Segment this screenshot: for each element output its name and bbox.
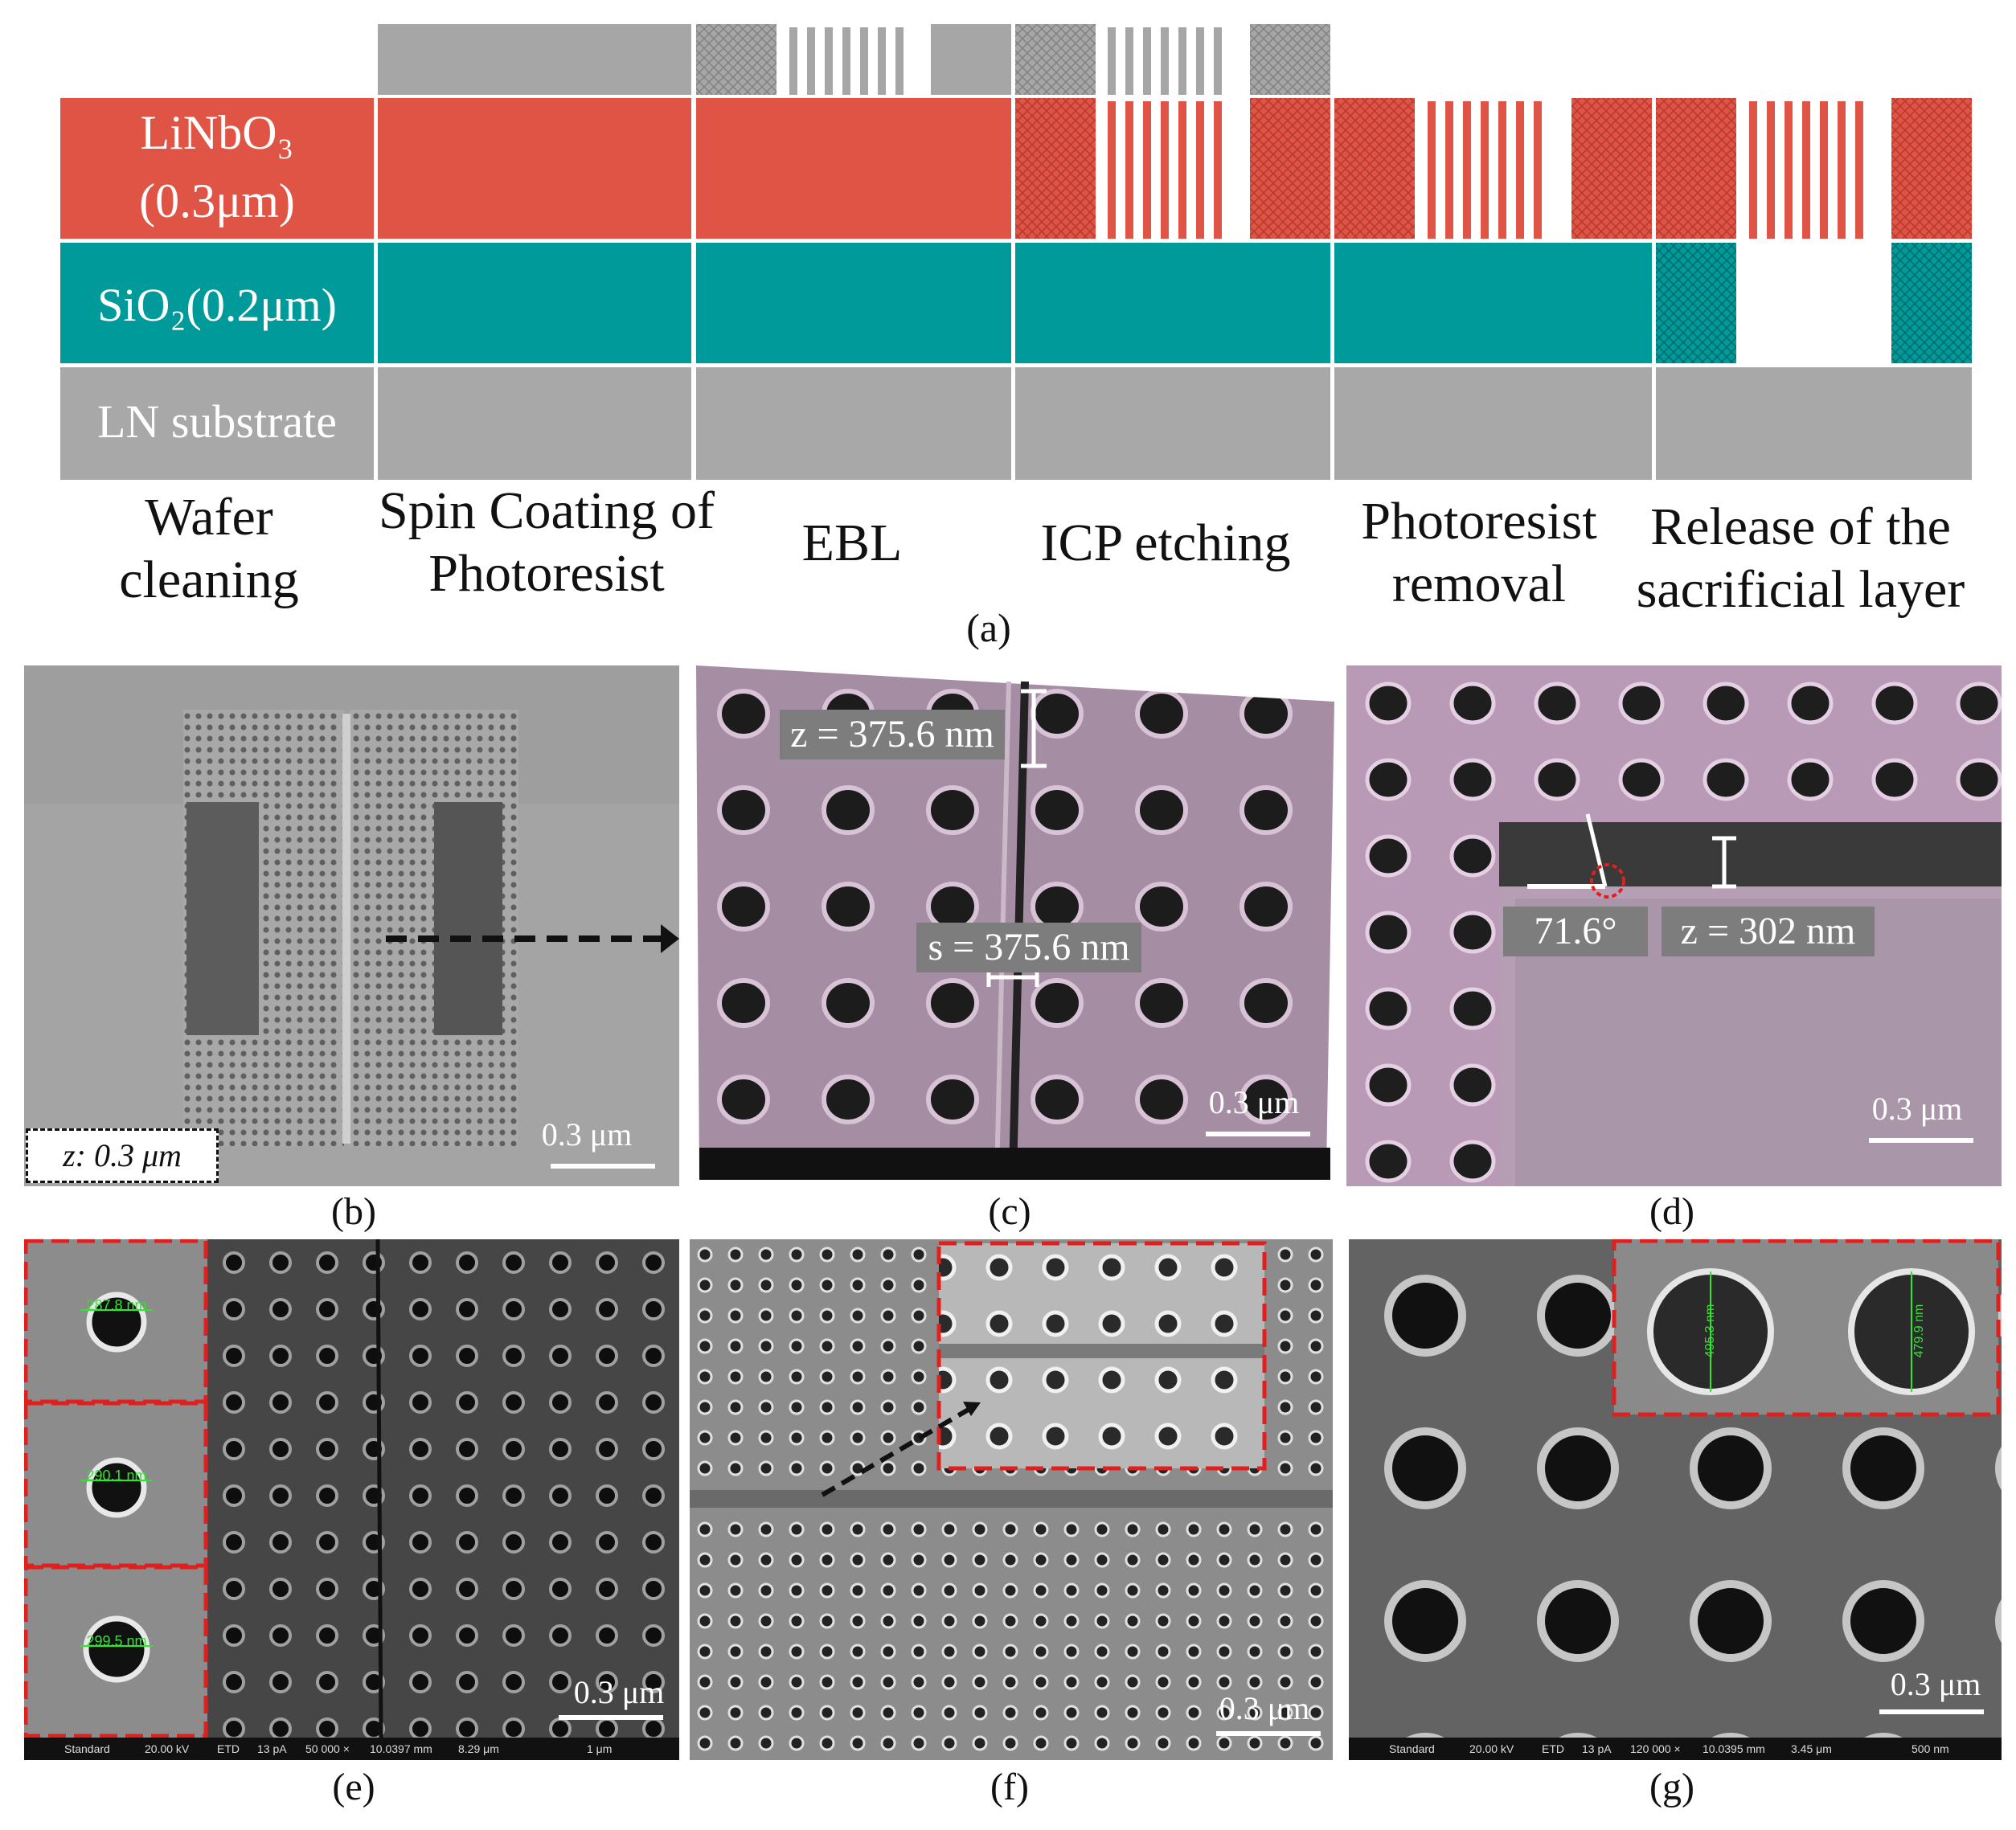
inset-measure-g2: 479.9 nm xyxy=(1912,1304,1926,1358)
scale-bar-b xyxy=(551,1164,655,1169)
sem-databar-e: Standard 20.00 kV ETD 13 pA 50 000 × 10.… xyxy=(24,1738,679,1760)
sem-image-f: 0.3 μm xyxy=(690,1239,1333,1760)
sem-image-c: z = 375.6 nm s = 375.6 nm 0.3 μm xyxy=(691,665,1334,1188)
caption-c: (c) xyxy=(988,1190,1031,1233)
process-flow-diagram xyxy=(60,24,1972,480)
inset-measure-3: 299.5 nm xyxy=(86,1633,147,1649)
z-label-box: z: 0.3 μm xyxy=(26,1128,219,1183)
scale-label-c: 0.3 μm xyxy=(1208,1084,1300,1120)
sem-image-d: 71.6° z = 302 nm 0.3 μm xyxy=(1346,665,2002,1186)
scale-label-g: 0.3 μm xyxy=(1890,1666,1981,1702)
undercut-window-left xyxy=(186,802,259,1035)
sio2-label: SiO₂(0.2μm) xyxy=(97,279,337,331)
scale-bar-c xyxy=(1206,1132,1310,1136)
scale-label-d: 0.3 μm xyxy=(1871,1091,1963,1127)
angle-label-d: 71.6° xyxy=(1503,907,1648,956)
sem-image-g: 495.3 nm 479.9 nm 0.3 μm Standard 20.00 … xyxy=(1349,1239,2002,1760)
scale-bar-d xyxy=(1869,1138,1973,1143)
step-4-label: ICP etching xyxy=(1040,514,1291,572)
sem-image-b: z: 0.3 μm 0.3 μm xyxy=(24,665,679,1186)
z-label-d: z = 302 nm xyxy=(1662,907,1875,956)
undercut-window-right xyxy=(434,802,502,1035)
etched-grating xyxy=(1108,101,1222,239)
substrate-layer-label-bg xyxy=(60,367,374,480)
linbo3-layer-label-bg xyxy=(60,98,374,239)
sio2-layer-label-bg xyxy=(60,243,374,363)
photoresist-layer xyxy=(378,24,691,95)
caption-a: (a) xyxy=(966,605,1011,650)
caption-b: (b) xyxy=(331,1190,376,1233)
caption-d: (d) xyxy=(1649,1190,1694,1233)
scale-label-e: 0.3 μm xyxy=(573,1674,665,1710)
ebl-resist-grating xyxy=(789,27,904,95)
linbo3-thickness-label: (0.3μm) xyxy=(139,174,295,227)
scale-label-f: 0.3 μm xyxy=(1219,1690,1310,1726)
substrate-label: LN substrate xyxy=(97,395,337,448)
inset-measure-1: 287.8 nm xyxy=(86,1297,147,1313)
scale-bar-g xyxy=(1879,1709,1984,1714)
sem-databar-g: Standard 20.00 kV ETD 13 pA 120 000 × 10… xyxy=(1349,1738,2002,1760)
z-label-c: z = 375.6 nm xyxy=(780,710,1005,759)
caption-e: (e) xyxy=(332,1766,375,1808)
inset-measure-g1: 495.3 nm xyxy=(1703,1304,1717,1358)
step-3-label: EBL xyxy=(801,514,903,572)
scale-bar-e xyxy=(559,1715,663,1720)
inset-measure-2: 290.1 nm xyxy=(86,1468,147,1484)
scale-label-b: 0.3 μm xyxy=(541,1116,633,1152)
scale-bar-f xyxy=(1216,1731,1321,1736)
s-label-c: s = 375.6 nm xyxy=(916,923,1141,972)
caption-f: (f) xyxy=(990,1766,1029,1808)
linbo3-label: LiNbO₃ xyxy=(140,106,294,159)
sem-image-e: 287.8 nm 290.1 nm 299.5 nm 0.3 μm Standa… xyxy=(24,1239,679,1760)
caption-g: (g) xyxy=(1649,1766,1694,1808)
